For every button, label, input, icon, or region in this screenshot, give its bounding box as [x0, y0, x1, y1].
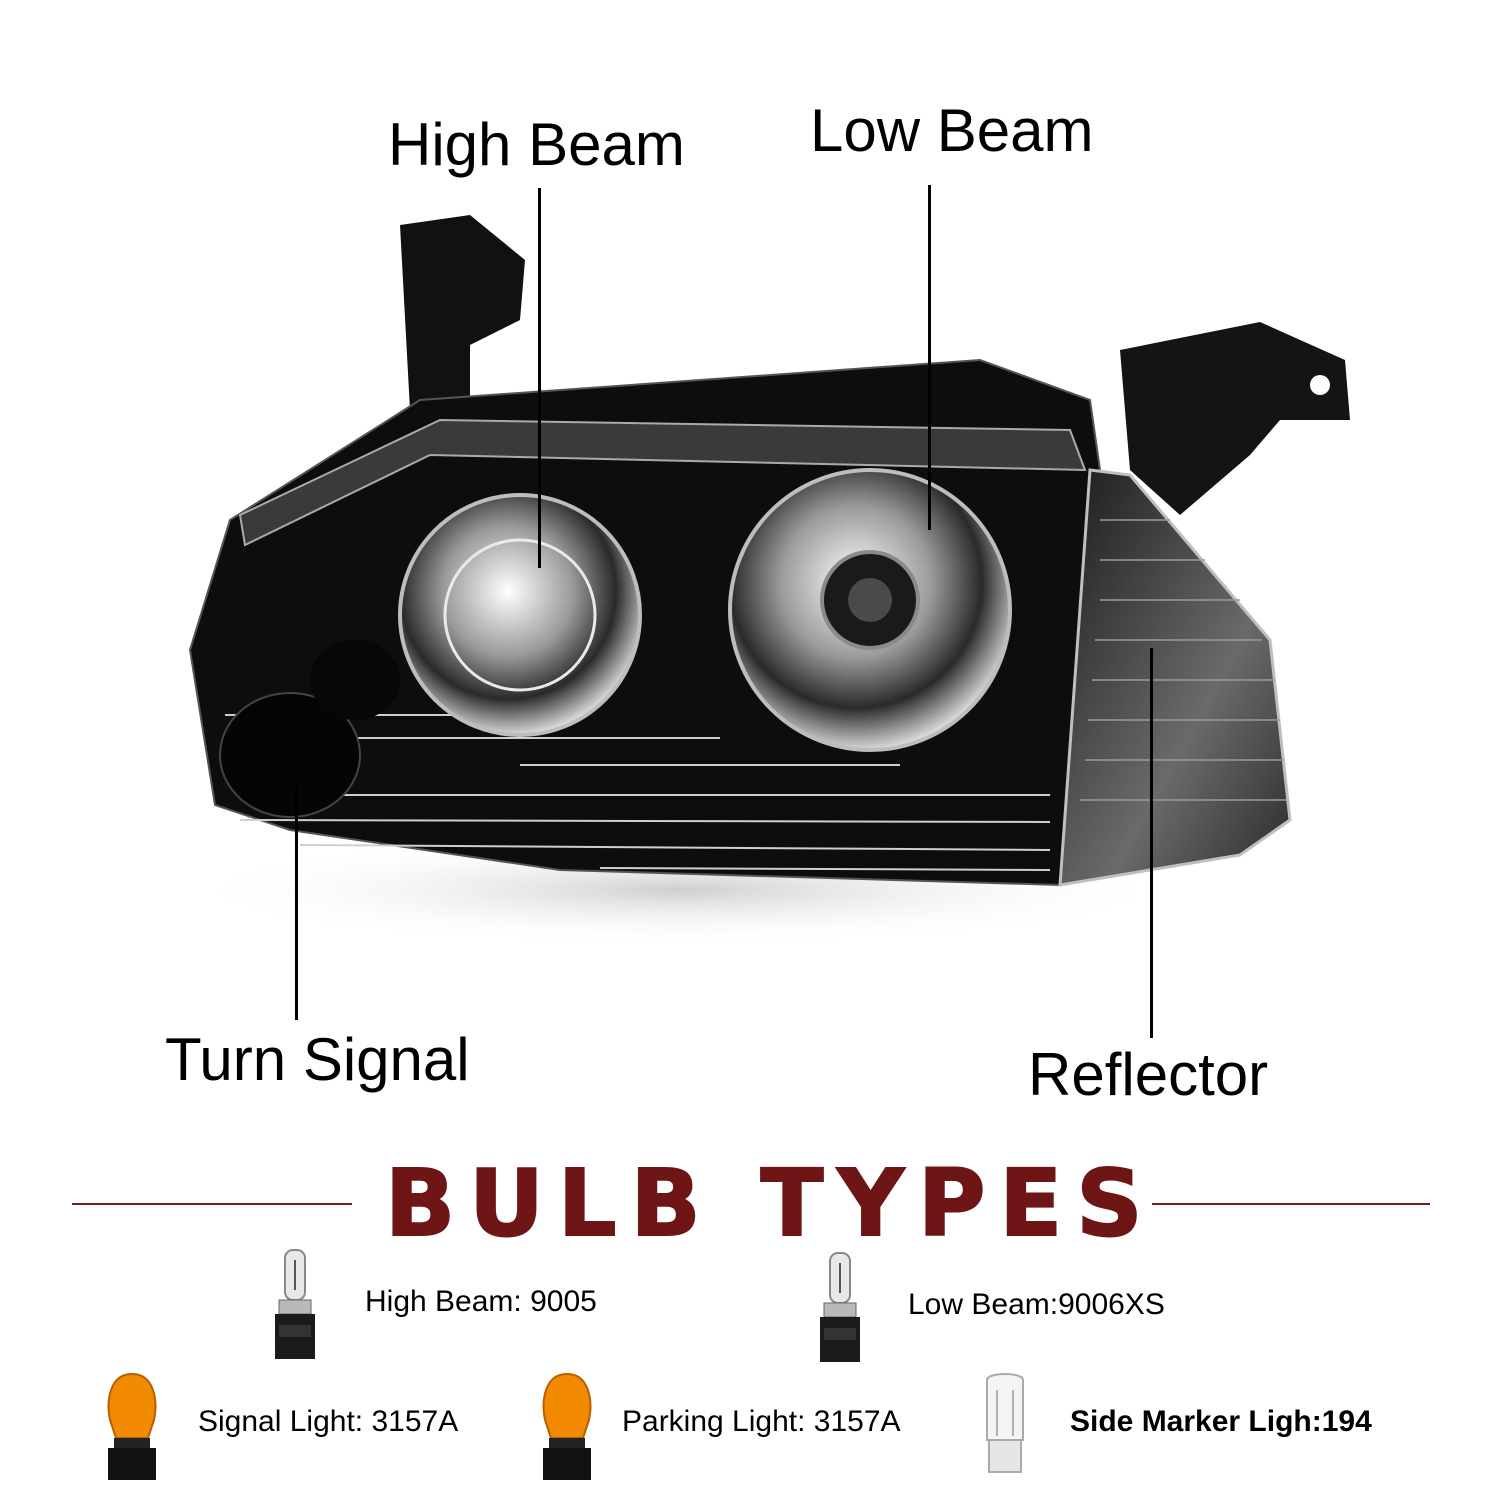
high-beam-leader [538, 188, 541, 568]
low-beam-bulb-label: Low Beam:9006XS [908, 1288, 1165, 1321]
parking-light-bulb-label: Parking Light: 3157A [622, 1405, 901, 1438]
signal-light-bulb-label: Signal Light: 3157A [198, 1405, 459, 1438]
low-beam-callout: Low Beam [810, 97, 1094, 164]
amber-bulb-icon [542, 1372, 592, 1480]
mounting-bracket [400, 215, 525, 410]
reflector-callout: Reflector [1028, 1041, 1269, 1108]
turn-signal-lens [219, 692, 361, 818]
turn-signal-leader [295, 785, 298, 1020]
halogen-bulb-icon [820, 1252, 860, 1362]
amber-bulb-icon [107, 1372, 157, 1480]
heading-rule-right [1152, 1203, 1430, 1205]
turn-signal-callout: Turn Signal [165, 1026, 470, 1093]
high-beam-bulb-label: High Beam: 9005 [365, 1285, 597, 1318]
bulb-types-title: BULB TYPES [384, 1149, 1157, 1258]
headlight-assembly-image [180, 215, 1350, 945]
heading-rule-left [72, 1203, 352, 1205]
side-marker-bulb-label: Side Marker Ligh:194 [1070, 1405, 1372, 1438]
rear-bracket [1120, 322, 1350, 515]
reflector-leader [1150, 648, 1153, 1038]
high-beam-reflector [398, 493, 642, 737]
halogen-bulb-icon [275, 1249, 315, 1359]
wedge-bulb-icon [986, 1373, 1024, 1473]
high-beam-callout: High Beam [388, 111, 685, 178]
low-beam-leader [928, 185, 931, 530]
side-marker-reflector [1058, 468, 1292, 887]
